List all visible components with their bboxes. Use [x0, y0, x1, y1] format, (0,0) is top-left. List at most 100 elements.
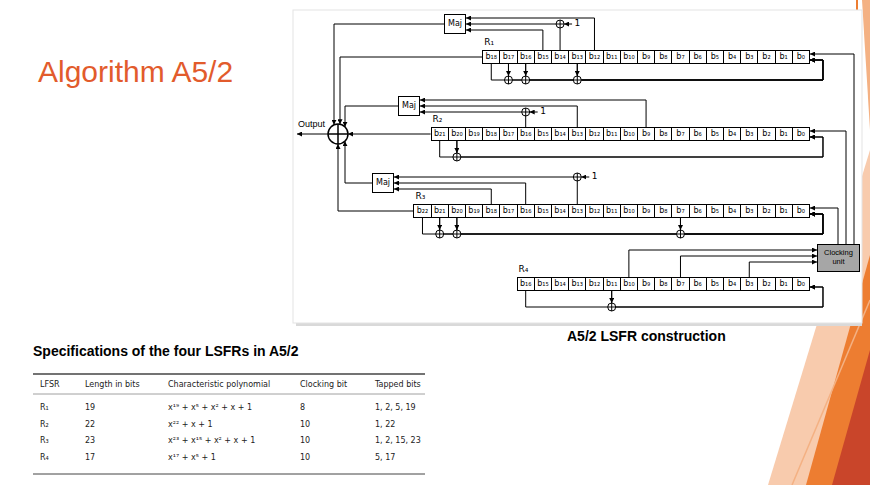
xor-symbol [522, 76, 530, 84]
register-cell: b₁₂ [585, 277, 603, 291]
xor-circle [676, 230, 684, 238]
wire [348, 134, 431, 135]
register-cell: b₁ [775, 127, 793, 141]
register-cell: b₄ [723, 277, 741, 291]
table-header: Clocking bit [300, 379, 347, 390]
register-cell: b₀ [792, 127, 810, 141]
register-cell: b₁₃ [568, 50, 586, 64]
bit-label: b₁₁ [606, 130, 618, 138]
majority-label: Maj [448, 20, 462, 28]
table-cell: x²² + x + 1 [168, 419, 213, 430]
bit-label: b₁₆ [520, 280, 532, 288]
xor-cross [436, 230, 444, 238]
register-cell: b₀ [792, 50, 810, 64]
bit-label: b₅ [711, 280, 719, 288]
majority-box: Maj [398, 96, 420, 116]
register-cell: b₁₁ [603, 127, 621, 141]
bit-label: b₁₆ [520, 207, 532, 215]
register-cell: b₁₁ [603, 50, 621, 64]
wire [345, 141, 372, 183]
register-cell: b₈ [654, 127, 672, 141]
bit-label: b₇ [676, 130, 684, 138]
bit-label: b₂₂ [417, 207, 429, 215]
xor-cross [522, 108, 530, 116]
table-cell: R₂ [40, 419, 49, 430]
lfsr-register: R₁b₁₈b₁₇b₁₆b₁₅b₁₄b₁₃b₁₂b₁₁b₁₀b₉b₈b₇b₆b₅b… [482, 50, 810, 64]
register-cell: b₀ [792, 204, 810, 218]
wire [297, 134, 328, 135]
register-cell: b₁₄ [551, 277, 569, 291]
bit-label: b₂₁ [434, 207, 446, 215]
signal-wire [394, 177, 577, 204]
majority-label: Maj [376, 179, 390, 187]
xor-cross [608, 303, 616, 311]
register-cell: b₁₇ [499, 127, 517, 141]
xor-cross [522, 76, 530, 84]
table-cell: 8 [300, 402, 305, 413]
bit-label: b₁₁ [606, 280, 618, 288]
bit-label: b₁₆ [520, 130, 532, 138]
register-cell: b₂₁ [431, 127, 449, 141]
register-cell: b₁₄ [551, 127, 569, 141]
bit-label: b₀ [797, 280, 805, 288]
table-cell: R₁ [40, 402, 49, 413]
xor-cross [328, 124, 348, 144]
register-cell: b₂ [757, 127, 775, 141]
clocking-unit-label: Clocking unit [821, 249, 856, 266]
bit-label: b₁₇ [503, 53, 515, 61]
bit-label: b₄ [728, 53, 736, 61]
bit-label: b₁₇ [503, 207, 515, 215]
majority-box: Maj [444, 14, 466, 34]
majority-box: Maj [372, 173, 394, 193]
table-cell: 5, 17 [375, 452, 395, 463]
register-cell: b₁₂ [585, 204, 603, 218]
constant-input: 1 [539, 107, 547, 117]
register-cell: b₃ [740, 277, 758, 291]
bit-label: b₁₂ [589, 280, 601, 288]
wire [334, 24, 444, 125]
wire [530, 112, 538, 113]
xor-cross [453, 230, 461, 238]
register-cell: b₆ [689, 50, 707, 64]
bit-label: b₈ [659, 280, 667, 288]
bit-label: b₄ [728, 207, 736, 215]
bit-label: b₆ [694, 130, 702, 138]
register-cell: b₈ [654, 204, 672, 218]
bit-label: b₀ [797, 53, 805, 61]
register-cell: b₃ [740, 50, 758, 64]
bit-label: b₂ [762, 207, 770, 215]
register-cell: b₁₂ [585, 50, 603, 64]
register-cell: b₇ [671, 50, 689, 64]
bit-label: b₆ [694, 207, 702, 215]
xor-circle [573, 76, 581, 84]
register-name: R₂ [433, 115, 443, 125]
bit-label: b₃ [745, 53, 753, 61]
bit-label: b₅ [711, 53, 719, 61]
bit-label: b₁₅ [537, 130, 549, 138]
bit-label: b₆ [694, 53, 702, 61]
register-cell: b₁₃ [568, 127, 586, 141]
xor-symbol [453, 153, 461, 161]
register-cell: b₅ [706, 50, 724, 64]
bit-label: b₂ [762, 53, 770, 61]
table-cell: R₃ [40, 435, 49, 446]
bit-label: b₁₃ [572, 207, 584, 215]
register-cell: b₇ [671, 277, 689, 291]
bit-label: b₄ [728, 280, 736, 288]
bit-label: b₁₀ [623, 207, 635, 215]
bit-label: b₁₉ [468, 130, 480, 138]
bit-label: b₁₂ [589, 130, 601, 138]
register-cell: b₉ [637, 277, 655, 291]
register-cell: b₅ [706, 277, 724, 291]
xor-symbol [573, 76, 581, 84]
table-rule [33, 474, 425, 475]
bit-label: b₈ [659, 53, 667, 61]
register-cell: b₆ [689, 127, 707, 141]
bit-label: b₁₀ [623, 130, 635, 138]
bit-label: b₁₄ [554, 53, 566, 61]
wire [345, 106, 398, 127]
bit-label: b₀ [797, 207, 805, 215]
xor-circle [453, 153, 461, 161]
bit-label: b₁ [780, 207, 788, 215]
wire [564, 24, 572, 25]
